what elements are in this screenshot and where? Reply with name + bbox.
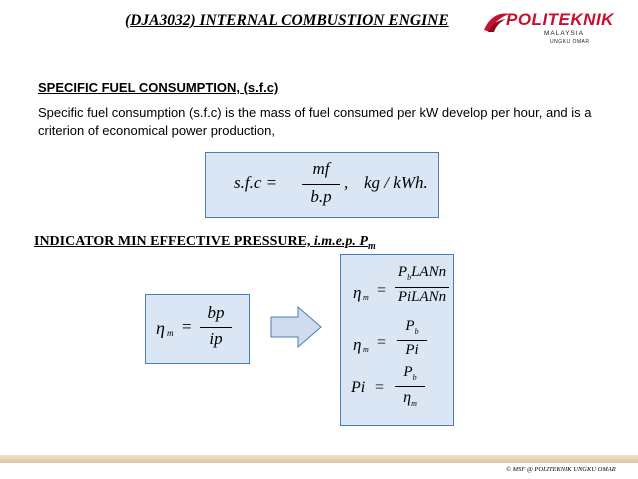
swoosh-icon — [484, 13, 510, 32]
sfc-formula-box: s.f.c = mf b.p , kg / kWh. — [205, 152, 439, 218]
logo-main-text: POLITEKNIK — [506, 10, 614, 29]
left-denominator: ip — [209, 329, 223, 348]
row2-fraction-line — [397, 340, 427, 341]
sfc-denominator: b.p — [310, 187, 332, 206]
imep-heading-sub: m — [367, 240, 376, 252]
equals-sign: = — [375, 379, 385, 396]
row2-numerator: Pb — [397, 317, 427, 336]
logo-sub2-text: UNGKU OMAR — [550, 39, 590, 45]
eta-subscript: m — [363, 293, 369, 302]
eta-symbol: η — [156, 318, 165, 338]
imep-heading-main: INDICATOR MIN EFFECTIVE PRESSURE, — [34, 234, 314, 249]
imep-heading-italic: i.m.e.p. P — [313, 234, 368, 249]
eta-subscript: m — [167, 328, 174, 338]
row3-den-sub: m — [411, 399, 417, 409]
row3-denominator: ηm — [395, 389, 425, 408]
row3-den-main: η — [403, 389, 412, 406]
row3-num-sub: b — [412, 373, 417, 383]
slide-title: (DJA3032) INTERNAL COMBUSTION ENGINE — [125, 12, 449, 29]
row1-num-main: P — [397, 264, 408, 280]
equals-sign: = — [182, 317, 192, 336]
sfc-heading: SPECIFIC FUEL CONSUMPTION, (s.f.c) — [38, 80, 279, 95]
sfc-comma: , — [344, 173, 349, 192]
pi-symbol: Pi — [351, 379, 366, 396]
left-numerator: bp — [207, 303, 225, 322]
left-fraction-line — [200, 327, 232, 328]
footer-copyright: © MSF @ POLITEKNIK UNGKU OMAR — [506, 466, 616, 473]
footer-bar — [0, 455, 638, 463]
row1-fraction-line — [395, 287, 449, 288]
logo-sub-text: MALAYSIA — [544, 30, 585, 37]
row2-num-sub: b — [414, 327, 419, 337]
eta-symbol: η — [353, 335, 362, 354]
row1-denominator: PiLANn — [397, 289, 447, 305]
row1-num-rest: LANn — [411, 264, 447, 280]
mech-efficiency-box: η m = bp ip — [145, 294, 250, 364]
sfc-description: Specific fuel consumption (s.f.c) is the… — [38, 105, 592, 138]
row1-numerator: PbLANn — [395, 263, 449, 282]
eta-symbol: η — [353, 283, 362, 302]
equals-sign: = — [377, 282, 387, 299]
row3-numerator: Pb — [395, 363, 425, 382]
right-arrow-icon — [270, 306, 322, 348]
sfc-lhs: s.f.c = — [234, 173, 278, 192]
equals-sign: = — [377, 334, 387, 351]
eta-subscript: m — [363, 345, 369, 354]
imep-heading: INDICATOR MIN EFFECTIVE PRESSURE, i.m.e.… — [34, 234, 376, 252]
sfc-fraction-line — [302, 184, 340, 185]
row1-num-sub: b — [407, 273, 412, 283]
row2-denominator: Pi — [405, 342, 419, 358]
sfc-numerator: mf — [312, 159, 330, 178]
row2-num-main: P — [405, 318, 415, 334]
sfc-unit: kg / kWh. — [364, 173, 428, 192]
row3-num-main: P — [403, 364, 413, 380]
row3-fraction-line — [395, 386, 425, 387]
efficiency-derivation-box: η m = PbLANn PiLANn η m = Pb Pi Pi = Pb … — [340, 254, 454, 426]
politeknik-logo: POLITEKNIK MALAYSIA UNGKU OMAR — [480, 8, 630, 52]
